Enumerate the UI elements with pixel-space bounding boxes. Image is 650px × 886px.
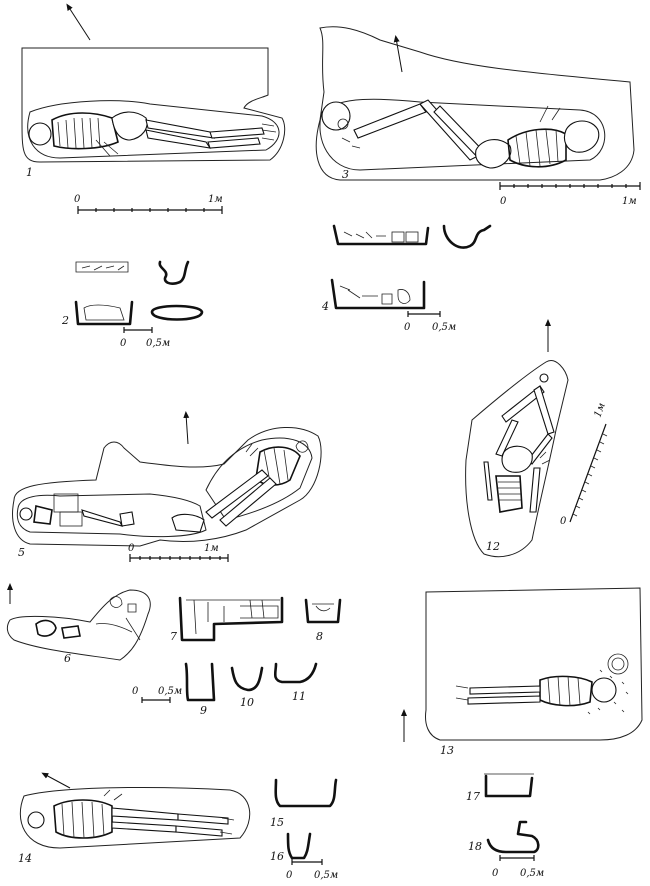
grave-plan-1: 1 (21, 3, 286, 179)
scale-bar-3: 0 1м (499, 182, 641, 207)
scale-start-label: 0 (286, 870, 293, 881)
grave-section-10: 10 (230, 666, 264, 709)
grave-section-9: 9 (184, 662, 216, 717)
scale-end-label: 0,5м (432, 322, 456, 333)
scale-bar-1: 0 1м (74, 194, 223, 214)
scale-start-label: 0 (120, 338, 127, 349)
north-arrow-icon (41, 772, 71, 789)
north-arrow-icon (393, 35, 403, 73)
scale-bar-2: 0 0,5м (120, 327, 170, 349)
figure-number-14: 14 (18, 852, 32, 865)
scale-bar-12: 0 1м (560, 401, 608, 527)
grave-plan-13: 13 (401, 587, 643, 757)
grave-section-2: 2 (61, 260, 204, 327)
grave-section-11: 11 (273, 662, 318, 703)
figure-number-17: 17 (466, 790, 480, 803)
scale-start-label: 0 (500, 196, 507, 207)
figure-number-11: 11 (292, 690, 306, 703)
grave-plan-6: 6 (6, 583, 151, 665)
grave-section-8: 8 (304, 598, 342, 643)
scale-bar-5: 0 1м (128, 543, 229, 562)
grave-plan-5: 5 (12, 411, 322, 559)
scale-end-label: 1м (204, 543, 219, 554)
grave-plan-12: 12 (465, 319, 569, 558)
scale-start-label: 0 (492, 868, 499, 879)
north-arrow-icon (183, 411, 190, 445)
grave-section-4: 4 (321, 224, 492, 313)
grave-plan-14: 14 (18, 772, 251, 865)
figure-number-2: 2 (61, 314, 69, 327)
scale-bar-9: 0 0,5м (132, 686, 182, 703)
figure-number-16: 16 (270, 850, 284, 863)
figure-number-10: 10 (240, 696, 254, 709)
figure-number-15: 15 (270, 816, 284, 829)
figure-number-9: 9 (200, 704, 207, 717)
scale-end-label: 0,5м (158, 686, 182, 697)
scale-start-label: 0 (404, 322, 411, 333)
figure-number-13: 13 (440, 744, 454, 757)
scale-end-label: 0,5м (146, 338, 170, 349)
scale-end-label: 1м (592, 401, 607, 419)
figure-number-1: 1 (26, 166, 33, 179)
scale-end-label: 0,5м (314, 870, 338, 881)
grave-section-15: 15 (270, 778, 338, 829)
grave-section-18: 18 (468, 820, 540, 854)
scale-start-label: 0 (560, 516, 567, 527)
grave-plan-3: 3 (315, 26, 635, 181)
figure-number-5: 5 (18, 546, 25, 559)
scale-bar-4: 0 0,5м (404, 311, 456, 333)
figure-number-6: 6 (64, 652, 71, 665)
grave-section-17: 17 (466, 773, 534, 803)
scale-end-label: 1м (622, 196, 637, 207)
scale-start-label: 0 (128, 543, 135, 554)
scale-end-label: 0,5м (520, 868, 544, 879)
figure-number-12: 12 (486, 540, 500, 553)
figure-number-18: 18 (468, 840, 482, 853)
scale-end-label: 1м (208, 194, 223, 205)
grave-section-16: 16 (270, 832, 312, 863)
figure-number-8: 8 (316, 630, 323, 643)
scale-bar-18: 0 0,5м (492, 855, 544, 879)
north-arrow-icon (66, 3, 91, 41)
scale-bar-16: 0 0,5м (286, 859, 338, 881)
figure-number-7: 7 (170, 630, 177, 643)
grave-section-7: 7 (170, 596, 284, 643)
figure-number-4: 4 (321, 300, 329, 313)
scale-start-label: 0 (74, 194, 81, 205)
scale-start-label: 0 (132, 686, 139, 697)
figure-number-3: 3 (342, 168, 349, 181)
